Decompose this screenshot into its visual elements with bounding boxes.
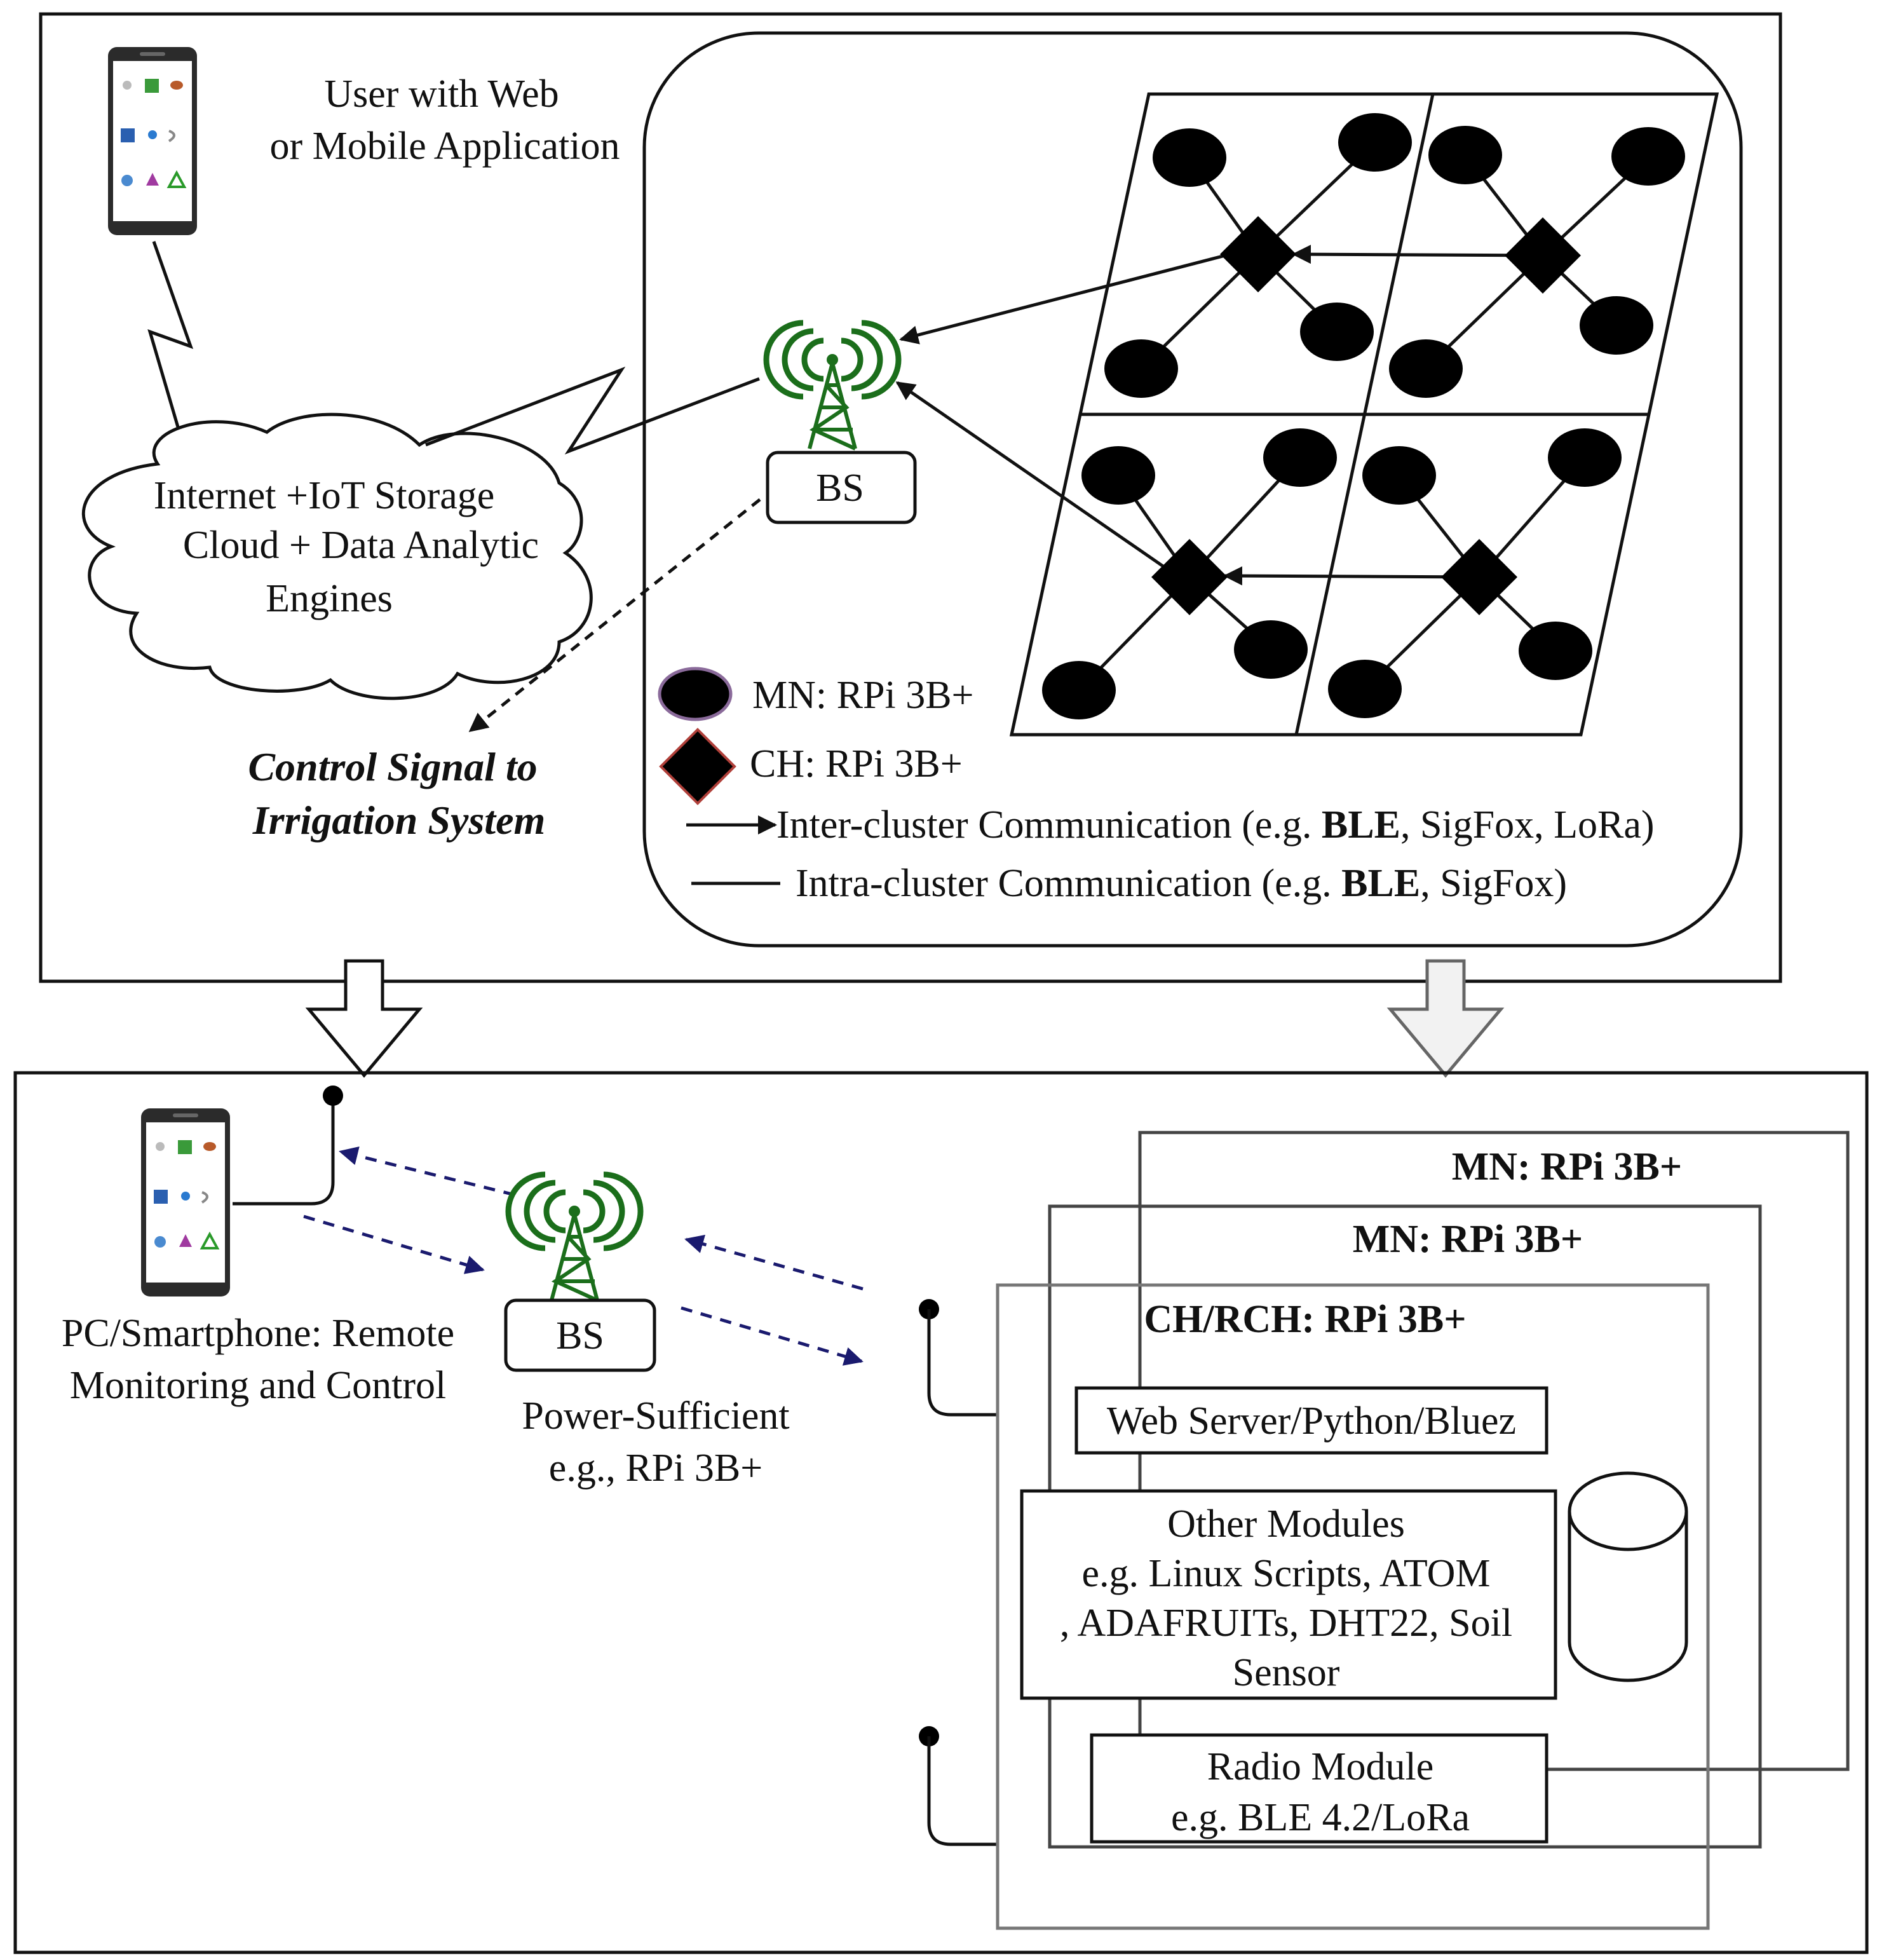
cloud-label-line-2: Cloud + Data Analytic (183, 524, 539, 567)
cloud-shape (81, 412, 593, 700)
bs-label-bottom: BS (556, 1314, 604, 1358)
other-modules-box (1020, 1489, 1557, 1700)
other-modules-line-2: e.g. Linux Scripts, ATOM (1082, 1552, 1491, 1595)
cloud-label-line-1: Internet +IoT Storage (154, 474, 495, 517)
bs-tower-icon-bottom (508, 1174, 640, 1300)
down-arrow-right (1386, 959, 1505, 1078)
other-modules-line-3: , ADAFRUITs, DHT22, Soil (1060, 1602, 1512, 1645)
legend-mn-symbol (658, 667, 733, 721)
dashed-arrow-control-signal (468, 498, 761, 732)
web-server-label: Web Server/Python/Bluez (1107, 1399, 1516, 1443)
legend-intra-label: Intra-cluster Communication (e.g. BLE, S… (796, 862, 1567, 905)
legend-inter-label: Inter-cluster Communication (e.g. BLE, S… (776, 803, 1655, 847)
card-ch-front (996, 1283, 1710, 1930)
radio-module-box (1090, 1733, 1548, 1844)
other-modules-line-1: Other Modules (1167, 1502, 1405, 1546)
device-connector (233, 1097, 335, 1206)
cluster-grid (1009, 92, 1719, 737)
inter-cluster-arrow-1 (1292, 245, 1543, 264)
wireless-link-phone-cloud (147, 241, 194, 449)
member-nodes (1042, 113, 1685, 719)
device-label-line-2: Monitoring and Control (70, 1364, 446, 1407)
control-label-line-2: Irrigation System (252, 798, 546, 843)
cluster-heads (1151, 216, 1581, 615)
bs-box-top (766, 451, 917, 524)
inter-cluster-arrow-2 (1223, 566, 1480, 586)
bs-caption-line-1: Power-Sufficient (522, 1394, 789, 1438)
web-server-box (1074, 1386, 1548, 1455)
card-ch-front-title: CH/RCH: RPi 3B+ (1144, 1298, 1466, 1341)
bs-box-bottom (504, 1298, 656, 1372)
cluster-grid-divider-v (1294, 93, 1435, 735)
legend-mn-label: MN: RPi 3B+ (752, 674, 974, 717)
ch-to-bs-arrow-2 (895, 381, 1165, 569)
legend-ch-symbol (659, 728, 736, 805)
network-area-frame (642, 31, 1743, 948)
card-mn-mid-title: MN: RPi 3B+ (1353, 1218, 1583, 1261)
dashed-links-bottom (303, 1146, 864, 1366)
smartphone-icon-bottom (140, 1107, 231, 1298)
bs-caption-line-2: e.g., RPi 3B+ (549, 1446, 762, 1490)
smartphone-icon (107, 46, 198, 236)
cloud-label-line-3: Engines (266, 577, 393, 620)
device-label-line-1: PC/Smartphone: Remote (62, 1312, 454, 1355)
bottom-panel-frame (13, 1071, 1869, 1954)
top-panel-frame (39, 12, 1782, 983)
ch-to-bs-arrow-1 (899, 252, 1231, 344)
connector-line-2 (927, 1736, 999, 1846)
other-modules-line-4: Sensor (1233, 1651, 1340, 1694)
control-label-line-1: Control Signal to (248, 744, 537, 789)
connector-dot-device (323, 1085, 343, 1106)
user-label-line-2: or Mobile Application (269, 125, 620, 168)
wireless-link-cloud-bs (425, 366, 760, 455)
connector-line-1 (927, 1309, 999, 1417)
user-label-line-1: User with Web (324, 72, 559, 116)
legend-ch-label: CH: RPi 3B+ (750, 742, 963, 786)
radio-module-line-1: Radio Module (1207, 1745, 1433, 1788)
bs-label-top: BS (816, 466, 864, 510)
card-mn-back-title: MN: RPi 3B+ (1452, 1145, 1683, 1188)
database-icon (1568, 1471, 1688, 1682)
down-arrow-left (305, 959, 423, 1078)
bs-tower-icon (766, 323, 898, 449)
radio-module-line-2: e.g. BLE 4.2/LoRa (1171, 1796, 1470, 1839)
